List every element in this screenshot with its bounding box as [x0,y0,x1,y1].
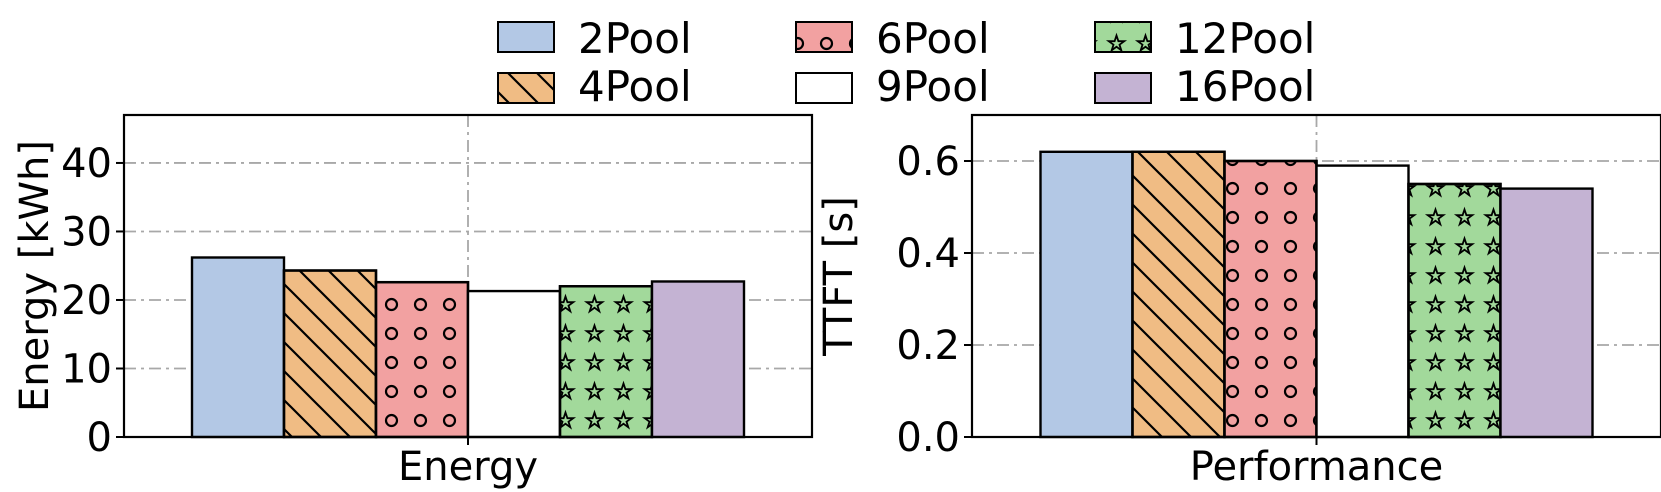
legend-label-9pool: 9Pool [876,62,990,111]
legend-label-6pool: 6Pool [876,14,990,63]
y-tick-label: 0.2 [896,323,960,369]
legend-item-6pool: 6Pool [795,14,990,63]
x-tick-label: Energy [398,444,538,490]
legend-swatch-2pool [497,21,555,53]
legend-label-16pool: 16Pool [1175,62,1315,111]
y-tick-label: 0.6 [896,139,960,185]
y-tick-label: 30 [61,209,112,255]
y-tick-label: 0.0 [896,415,960,461]
legend-item-2pool: 2Pool [497,14,692,63]
legend-item-16pool: 16Pool [1094,62,1315,111]
y-axis-title: Energy [kWh] [12,140,58,412]
legend-label-4pool: 4Pool [578,62,692,111]
legend-swatch-6pool-pattern [795,21,853,53]
bar-12pool-pattern [1407,182,1502,439]
y-tick-label: 10 [61,346,112,392]
bar-12pool-pattern [558,285,654,439]
x-tick-label: Performance [1190,444,1443,490]
y-tick-label: 20 [61,278,112,324]
chart-legend: 2Pool 4Pool 6Pool 9Pool 12Pool 16Pool [497,14,1315,111]
legend-item-4pool: 4Pool [497,62,692,111]
y-tick-label: 40 [61,141,112,187]
bar-6pool-pattern [374,280,470,439]
bar-9pool [1315,164,1410,439]
bar-2pool [190,256,286,439]
legend-swatch-16pool [1094,72,1152,104]
bar-6pool-pattern [1223,159,1318,439]
bar-16pool [1499,187,1594,439]
y-axis-title: TTFT [s] [816,196,862,357]
legend-label-12pool: 12Pool [1175,14,1315,63]
bar-9pool [466,289,562,439]
legend-swatch-9pool [795,72,853,104]
bar-2pool [1039,150,1134,439]
bar-4pool-pattern [282,269,378,439]
legend-swatch-12pool-pattern [1094,21,1152,53]
legend-label-2pool: 2Pool [578,14,692,63]
bar-16pool [650,280,746,439]
legend-item-12pool: 12Pool [1094,14,1315,63]
y-tick-label: 0 [87,415,112,461]
bar-4pool-pattern [1131,150,1226,439]
legend-swatch-4pool-pattern [497,72,555,104]
legend-item-9pool: 9Pool [795,62,990,111]
y-tick-label: 0.4 [896,231,960,277]
